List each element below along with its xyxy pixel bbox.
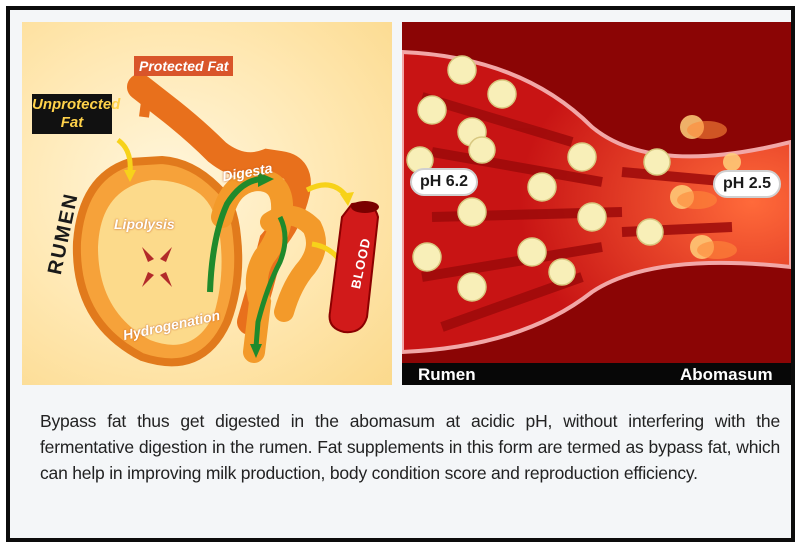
blood-vessel-opening xyxy=(351,201,379,213)
rumen-region-label: Rumen xyxy=(418,365,476,385)
ph-abomasum-label: pH 2.5 xyxy=(713,170,781,198)
unprotected-fat-line2: Fat xyxy=(32,114,112,132)
rumen-fat-diagram: Protected Fat Unprotected Fat RUMEN Lipo… xyxy=(22,22,392,385)
protected-fat-arrow xyxy=(144,94,147,117)
abomasum-diagram xyxy=(402,22,791,385)
lipolysis-label: Lipolysis xyxy=(114,216,175,232)
protected-fat-text: Protected Fat xyxy=(139,58,228,74)
abomasum-illustration xyxy=(402,22,791,385)
ph-rumen-label: pH 6.2 xyxy=(410,168,478,196)
unprotected-fat-label: Unprotected Fat xyxy=(32,94,112,134)
abomasum-region-label: Abomasum xyxy=(680,365,773,385)
digestive-channel xyxy=(402,52,791,352)
unprotected-fat-line1: Unprotected xyxy=(32,96,112,114)
protected-fat-label: Protected Fat xyxy=(134,56,233,76)
caption-text: Bypass fat thus get digested in the abom… xyxy=(40,408,780,486)
